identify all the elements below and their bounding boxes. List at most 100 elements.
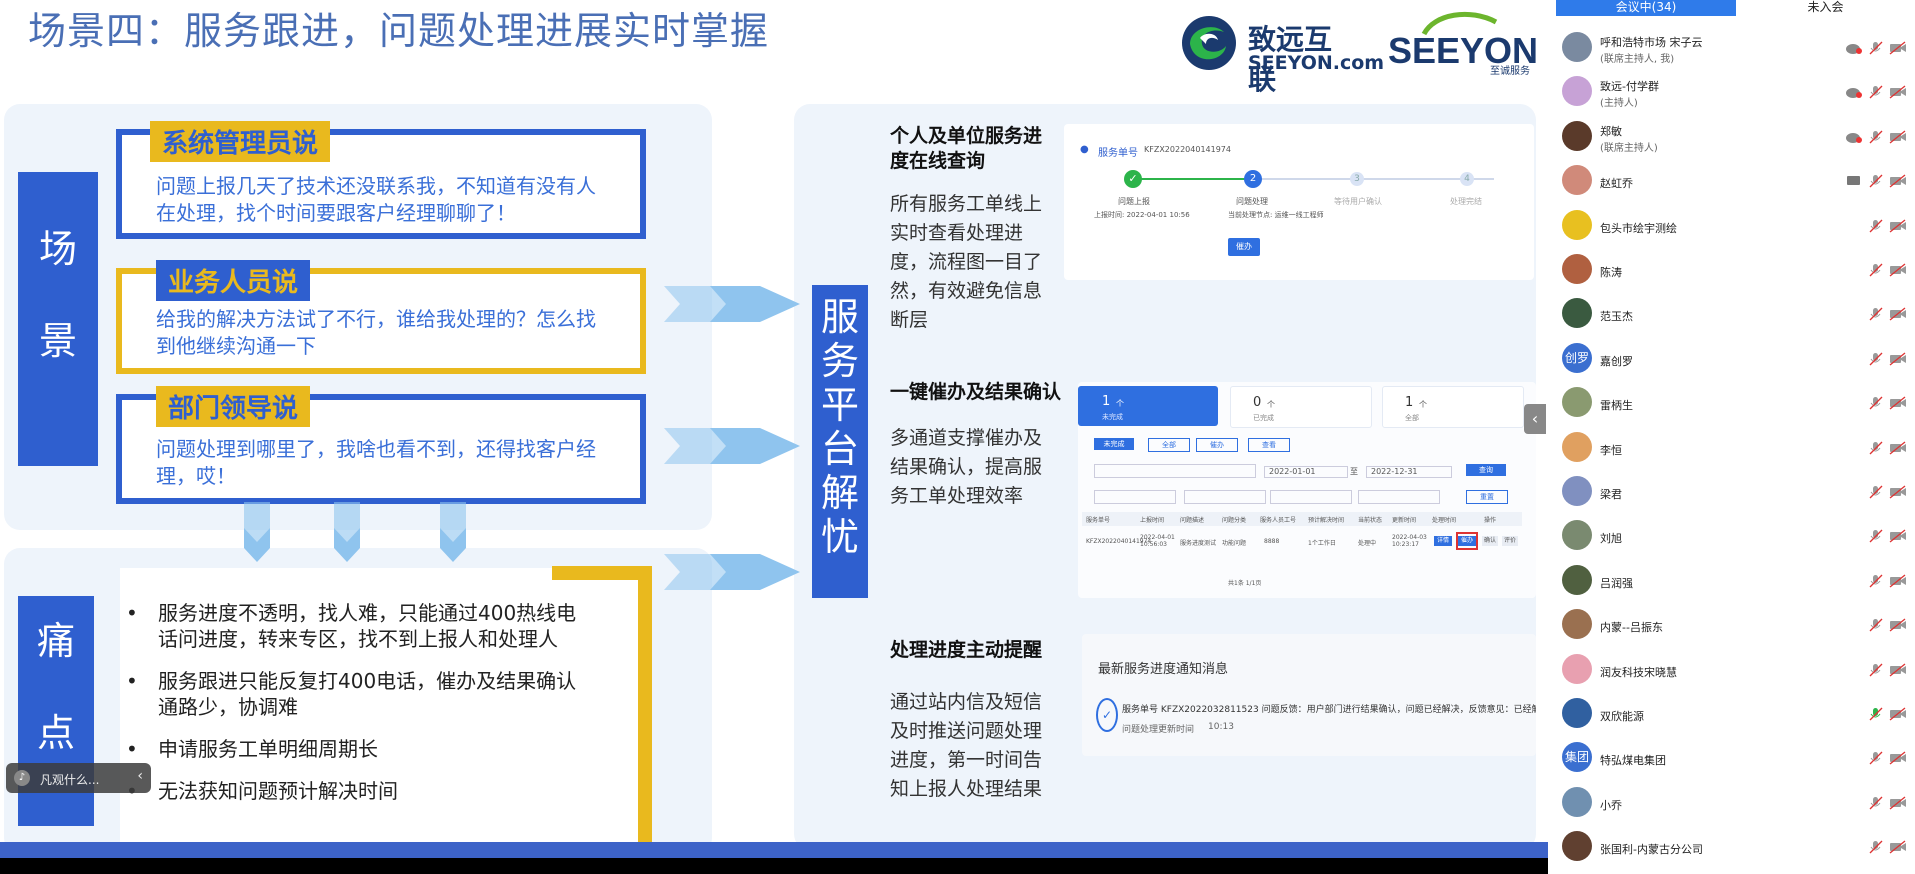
camera-off-icon[interactable]	[1889, 306, 1907, 321]
cloud-record-icon[interactable]	[1845, 129, 1863, 143]
filter-button[interactable]: 查看	[1248, 438, 1290, 452]
reset-button[interactable]: 重置	[1466, 490, 1508, 504]
chevron-left-icon[interactable]: ‹	[137, 768, 143, 784]
camera-off-icon[interactable]	[1889, 395, 1907, 410]
step-label: 处理完结	[1450, 197, 1482, 206]
speaker-indicator[interactable]: ♪ 凡观什么... ‹	[6, 763, 151, 793]
urge-row-button[interactable]: 催办	[1458, 536, 1476, 546]
filter-field[interactable]	[1358, 490, 1440, 504]
mic-muted-icon[interactable]	[1867, 839, 1885, 854]
detail-button[interactable]: 详情	[1434, 536, 1452, 546]
scene-label: 场 景	[18, 172, 98, 466]
urge-button[interactable]: 催办	[1228, 238, 1260, 256]
camera-off-icon[interactable]	[1889, 662, 1907, 677]
filter-button[interactable]: 全部	[1148, 438, 1190, 452]
participant-row[interactable]: 呼和浩特市场 宋子云(联席主持人, 我)	[1548, 26, 1915, 70]
participant-row[interactable]: 双欣能源	[1548, 692, 1915, 736]
column-header: 当前状态	[1358, 517, 1383, 524]
participant-row[interactable]: 范玉杰	[1548, 292, 1915, 336]
camera-off-icon[interactable]	[1889, 573, 1907, 588]
cloud-record-icon[interactable]	[1845, 40, 1863, 54]
camera-off-icon[interactable]	[1889, 40, 1907, 55]
camera-off-icon[interactable]	[1889, 839, 1907, 854]
participant-row[interactable]: 致远-付学群(主持人)	[1548, 70, 1915, 114]
date-to[interactable]: 2022-12-31	[1366, 466, 1452, 478]
column-header: 上报时间	[1140, 517, 1165, 524]
camera-off-icon[interactable]	[1889, 750, 1907, 765]
stat-num: 1	[1102, 394, 1111, 409]
filter-field[interactable]	[1184, 490, 1266, 504]
participant-row[interactable]: 陈涛	[1548, 248, 1915, 292]
avatar	[1562, 831, 1592, 862]
participant-row[interactable]: 刘旭	[1548, 514, 1915, 558]
camera-off-icon[interactable]	[1889, 218, 1907, 233]
camera-off-icon[interactable]	[1889, 706, 1907, 721]
mic-muted-icon[interactable]	[1867, 129, 1885, 144]
camera-off-icon[interactable]	[1889, 173, 1907, 188]
notice-title: 最新服务进度通知消息	[1098, 662, 1229, 677]
confirm-button[interactable]: 确认	[1482, 536, 1498, 546]
mic-muted-icon[interactable]	[1867, 262, 1885, 277]
mic-muted-icon[interactable]	[1867, 440, 1885, 455]
filter-button[interactable]: 催办	[1196, 438, 1238, 452]
participant-row[interactable]: 集团特弘煤电集团	[1548, 736, 1915, 780]
mic-muted-icon[interactable]	[1867, 40, 1885, 55]
mic-muted-icon[interactable]	[1867, 395, 1885, 410]
mic-muted-icon[interactable]	[1867, 218, 1885, 233]
mic-muted-icon[interactable]	[1867, 84, 1885, 99]
seeyon-service-logo: SEEYON 至诚服务	[1384, 10, 1538, 77]
collapse-panel-button[interactable]: ‹	[1524, 404, 1546, 434]
filter-button[interactable]: 未完成	[1094, 438, 1134, 450]
participant-row[interactable]: 张国利-内蒙古分公司	[1548, 825, 1915, 869]
mic-muted-icon[interactable]	[1867, 528, 1885, 543]
feature-desc: 多通道支撑催办及结果确认，提高服务工单处理效率	[890, 427, 1043, 507]
search-field[interactable]	[1094, 464, 1256, 478]
tab-not-joined[interactable]: 未入会	[1736, 0, 1915, 16]
camera-off-icon[interactable]	[1889, 795, 1907, 810]
participant-row[interactable]: 小乔	[1548, 781, 1915, 825]
camera-off-icon[interactable]	[1889, 84, 1907, 99]
filter-field[interactable]	[1094, 490, 1176, 504]
rate-button[interactable]: 评价	[1502, 536, 1518, 546]
camera-off-icon[interactable]	[1889, 484, 1907, 499]
participant-row[interactable]: 内蒙--吕振东	[1548, 603, 1915, 647]
screen-share-icon[interactable]	[1845, 173, 1863, 187]
logo-cn-text: 致远互联	[1248, 23, 1333, 96]
camera-off-icon[interactable]	[1889, 262, 1907, 277]
camera-off-icon[interactable]	[1889, 528, 1907, 543]
avatar	[1562, 120, 1592, 151]
mic-muted-icon[interactable]	[1867, 173, 1885, 188]
cloud-record-icon[interactable]	[1845, 84, 1863, 99]
participant-row[interactable]: 梁君	[1548, 470, 1915, 514]
participant-row[interactable]: 雷柄生	[1548, 381, 1915, 425]
swirl-logo-icon	[1182, 16, 1236, 70]
camera-off-icon[interactable]	[1889, 617, 1907, 632]
filter-field[interactable]	[1270, 490, 1352, 504]
report-time: 上报时间: 2022-04-01 10:56	[1094, 211, 1190, 219]
participant-row[interactable]: 创罗嘉创罗	[1548, 337, 1915, 381]
mic-muted-icon[interactable]	[1867, 306, 1885, 321]
mic-muted-icon[interactable]	[1867, 617, 1885, 632]
participant-row[interactable]: 吕润强	[1548, 559, 1915, 603]
tab-in-meeting[interactable]: 会议中(34)	[1556, 0, 1736, 16]
participant-row[interactable]: 郑敏(联席主持人)	[1548, 115, 1915, 159]
mic-muted-icon[interactable]	[1867, 351, 1885, 366]
participant-row[interactable]: 赵虹乔	[1548, 159, 1915, 203]
mic-muted-icon[interactable]	[1867, 795, 1885, 810]
participant-name: 嘉创罗	[1600, 354, 1633, 368]
camera-off-icon[interactable]	[1889, 129, 1907, 144]
mic-muted-icon[interactable]	[1867, 706, 1885, 721]
mic-muted-icon[interactable]	[1867, 662, 1885, 677]
mic-muted-icon[interactable]	[1867, 484, 1885, 499]
mic-muted-icon[interactable]	[1867, 573, 1885, 588]
camera-off-icon[interactable]	[1889, 440, 1907, 455]
query-button[interactable]: 查询	[1466, 464, 1506, 476]
avatar	[1562, 298, 1592, 329]
participant-row[interactable]: 润友科技宋晓慧	[1548, 648, 1915, 692]
participant-row[interactable]: 包头市绘宇测绘	[1548, 204, 1915, 248]
pagination[interactable]: 共1条 1/1页	[1228, 580, 1262, 587]
mic-muted-icon[interactable]	[1867, 750, 1885, 765]
participant-row[interactable]: 李恒	[1548, 426, 1915, 470]
camera-off-icon[interactable]	[1889, 351, 1907, 366]
date-from[interactable]: 2022-01-01	[1264, 466, 1348, 478]
